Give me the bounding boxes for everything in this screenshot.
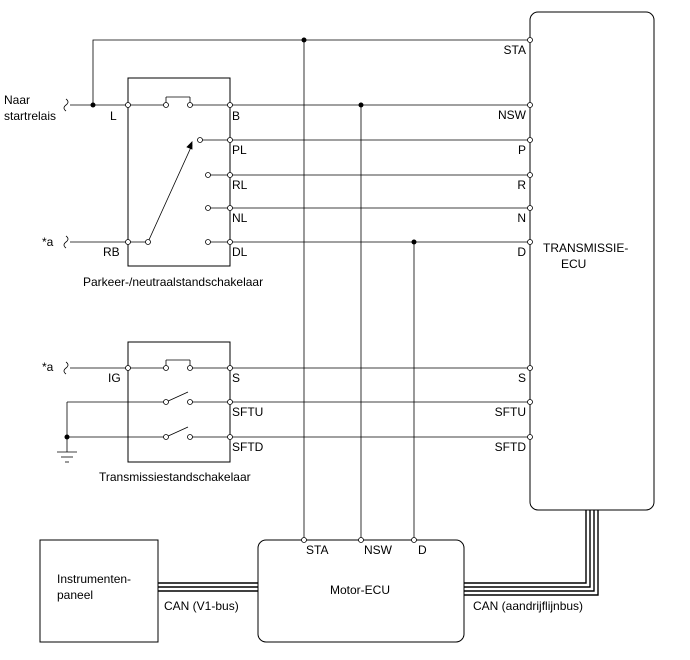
can-bus-lines xyxy=(158,510,599,596)
junction-dots xyxy=(64,37,417,440)
tcu-pin: S xyxy=(518,371,526,385)
can-pt-label: CAN (aandrijflijnbus) xyxy=(473,599,583,613)
pns-pin-L: L xyxy=(110,109,117,123)
wire-break-icons xyxy=(63,98,69,375)
pns-pin-RL: RL xyxy=(232,178,248,192)
tss-caption: Transmissiestandschakelaar xyxy=(99,470,251,484)
ecm-pin: NSW xyxy=(364,543,393,557)
tss-pin-S: S xyxy=(232,371,240,385)
naar-label-line1: Naar xyxy=(4,93,30,107)
star-a-label-2: *a xyxy=(42,360,54,374)
pns-caption: Parkeer-/neutraalstandschakelaar xyxy=(83,275,263,289)
can-v1-label: CAN (V1-bus) xyxy=(164,599,239,613)
tss-pin-SFTD: SFTD xyxy=(232,440,264,454)
tcu-pin: SFTD xyxy=(495,440,527,454)
engine-ecu xyxy=(257,537,465,643)
park-neutral-switch xyxy=(125,77,233,267)
instrument-panel xyxy=(39,539,159,643)
star-a-label-1: *a xyxy=(42,235,54,249)
ip-title-line2: paneel xyxy=(57,588,93,602)
tcu-pin: SFTU xyxy=(495,405,526,419)
pns-pin-DL: DL xyxy=(232,245,248,259)
tcu-title-line2: ECU xyxy=(561,257,586,271)
tcu-pin: N xyxy=(517,211,526,225)
tcu-title-line1: TRANSMISSIE- xyxy=(543,241,628,255)
ecm-title: Motor-ECU xyxy=(330,583,390,597)
wires xyxy=(66,39,530,540)
ip-title-line1: Instrumenten- xyxy=(57,572,131,586)
ecm-pin: STA xyxy=(306,543,328,557)
ecm-pin: D xyxy=(418,543,427,557)
tcu-pin: R xyxy=(517,178,526,192)
ground-icon xyxy=(57,451,77,463)
naar-label-line2: startrelais xyxy=(4,109,56,123)
pns-pin-B: B xyxy=(232,109,240,123)
tcu-pin: NSW xyxy=(498,108,527,122)
tss-pin-SFTU: SFTU xyxy=(232,405,263,419)
pns-pin-PL: PL xyxy=(232,143,247,157)
tcu-pin: D xyxy=(517,245,526,259)
tcu-pin: STA xyxy=(504,43,526,57)
tss-pin-IG: IG xyxy=(108,371,121,385)
transmission-position-switch xyxy=(125,341,233,463)
pns-pin-NL: NL xyxy=(232,211,248,225)
pns-pin-RB: RB xyxy=(103,245,120,259)
transmission-ecu xyxy=(527,11,655,511)
tcu-pin: P xyxy=(518,143,526,157)
